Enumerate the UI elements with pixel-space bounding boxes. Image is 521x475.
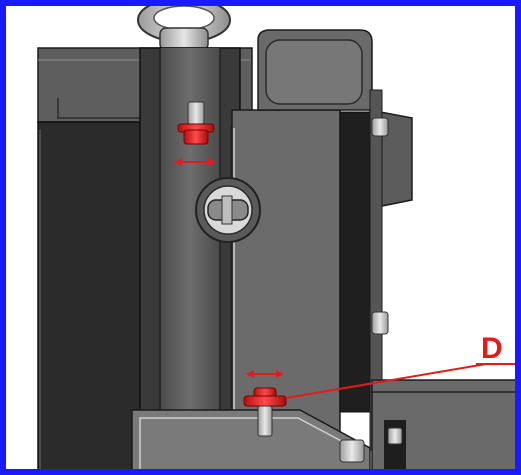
bottom-beam: [371, 379, 519, 473]
bolt-icon: [371, 311, 389, 335]
callout-leader-line: [285, 363, 487, 399]
upper-fastener-icon: [177, 101, 215, 145]
callout-label: D: [481, 332, 503, 365]
side-column: [230, 29, 413, 471]
lower-adjust-arrow-icon: [246, 370, 284, 378]
lower-bracket: [131, 409, 371, 470]
lower-fastener-icon: [243, 387, 287, 437]
upper-adjust-arrow-icon: [174, 158, 216, 166]
inspection-port: [195, 177, 261, 243]
bolt-icon: [371, 117, 389, 137]
callout-d: D: [285, 332, 518, 399]
lifting-eye-icon: [137, 0, 231, 51]
